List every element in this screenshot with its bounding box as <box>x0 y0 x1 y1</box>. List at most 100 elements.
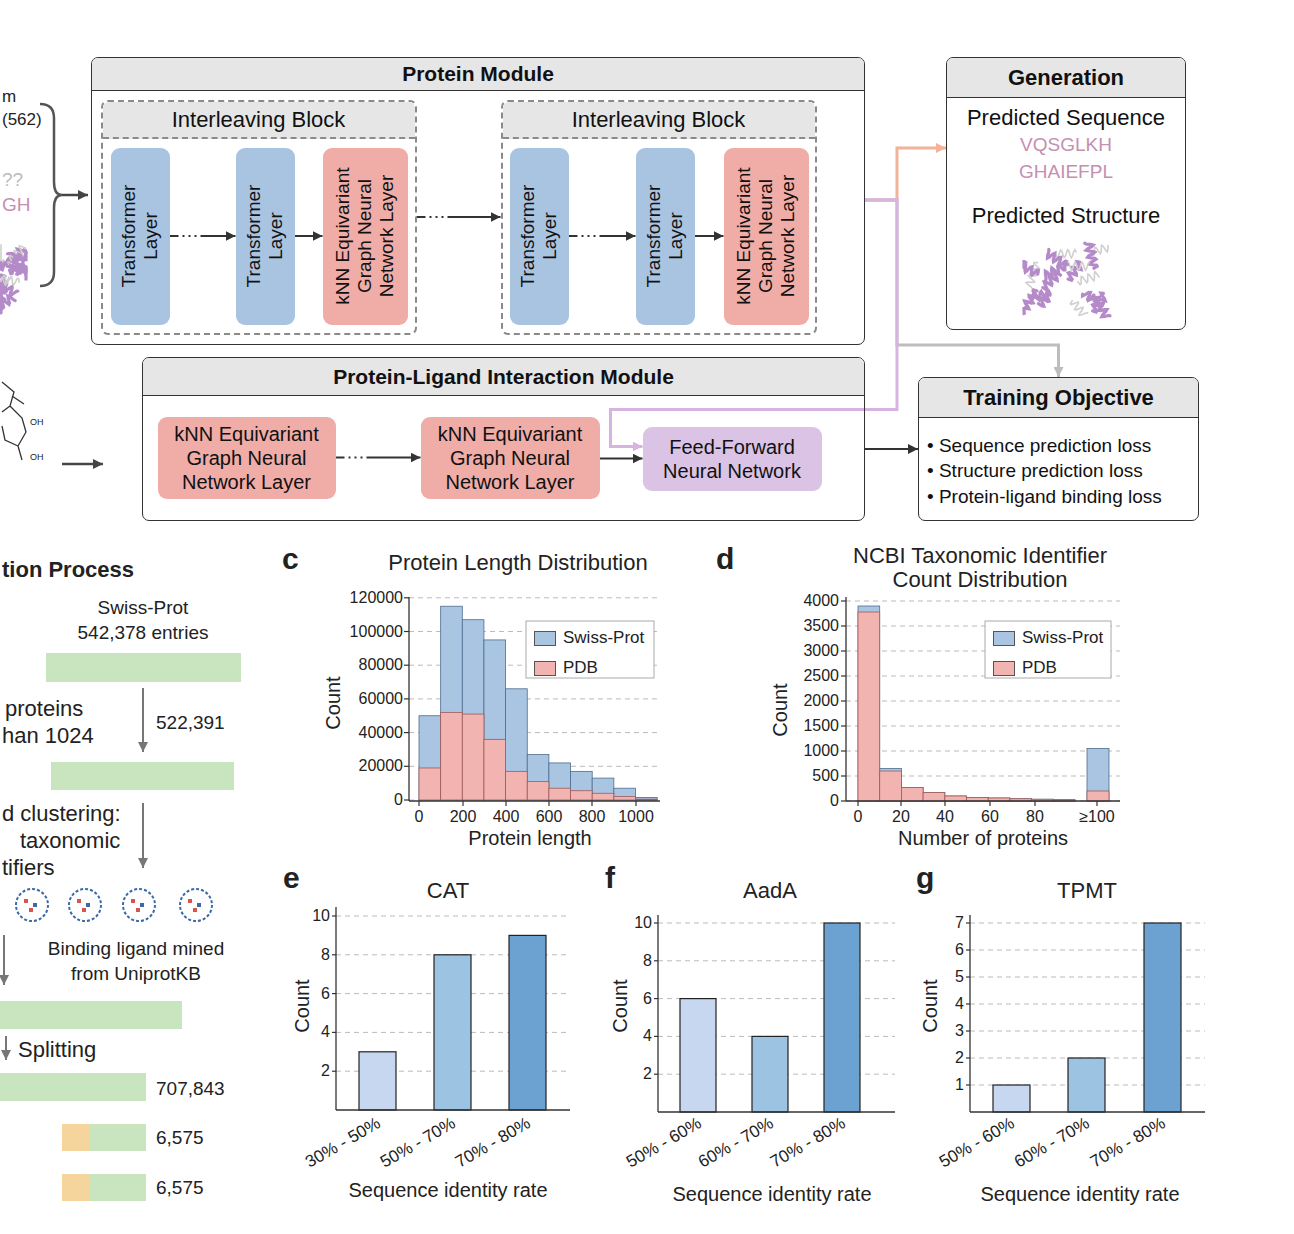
axis-tick-label: 4 <box>955 995 964 1013</box>
transformer-layer: Transformer Layer <box>111 148 170 325</box>
flow-arrow <box>5 1036 7 1060</box>
axis-line <box>409 800 660 801</box>
protein-ribbon <box>1 262 7 270</box>
protein-ribbon <box>1070 301 1087 316</box>
axis-tick-label: 70% - 80% <box>767 1114 849 1173</box>
panel-heading: tion Process <box>2 557 134 582</box>
grid-line <box>336 916 570 917</box>
tick-mark <box>841 650 846 651</box>
box-label: kNN Equivariant Graph Neural Network Lay… <box>733 155 799 318</box>
figure-label: 707,843 <box>156 1078 225 1100</box>
interleaving-block: Interleaving BlockTransformer LayerTrans… <box>501 100 817 335</box>
tick-mark <box>989 801 990 806</box>
box-label: Predicted Sequence <box>947 105 1185 131</box>
axis-tick-label: 100000 <box>350 622 403 640</box>
legend-swatch <box>993 631 1015 646</box>
connector <box>170 235 236 237</box>
figure-label: d clustering: <box>2 801 121 826</box>
histogram-bar <box>592 793 614 800</box>
tick-mark <box>841 725 846 726</box>
axis-tick-label: 0 <box>830 792 839 810</box>
figure-label: (562) <box>2 110 42 130</box>
connector <box>865 448 918 450</box>
figure-label: Protein Length Distribution <box>388 550 647 575</box>
transformer-layer: Transformer Layer <box>636 148 695 325</box>
figure-label: 1000 <box>618 808 654 826</box>
histogram-bar <box>506 771 528 800</box>
legend-text: Swiss-Prot <box>563 628 644 648</box>
protein-ribbon <box>1045 262 1067 280</box>
box-label: kNN Equivariant Graph Neural Network Lay… <box>165 422 329 494</box>
histogram-bar <box>945 796 967 801</box>
axis-tick-label: 50% - 60% <box>936 1114 1018 1173</box>
tick-mark <box>591 801 592 806</box>
cluster-dot <box>86 903 90 907</box>
objective-panel: Training Objective• Sequence prediction … <box>918 377 1199 521</box>
axis-tick-label: 50% - 70% <box>377 1114 459 1173</box>
axis-tick-label: 6 <box>321 984 330 1002</box>
cluster-icon <box>180 889 212 921</box>
axis-tick-label: 2 <box>321 1062 330 1080</box>
ligand-molecule <box>2 382 26 460</box>
axis-tick-label: 7 <box>955 914 964 932</box>
axis-tick-label: 4000 <box>803 592 839 610</box>
axis-tick-label: 40000 <box>359 723 404 741</box>
figure-label: 80 <box>1026 808 1044 826</box>
tick-mark <box>841 800 846 801</box>
ffn-box: Feed-Forward Neural Network <box>643 427 822 491</box>
legend-entry: PDB <box>993 658 1057 678</box>
connector <box>695 235 724 237</box>
tick-mark <box>841 675 846 676</box>
bar-chart <box>332 907 570 1110</box>
histogram-bar <box>901 788 923 802</box>
bar-chart <box>966 915 1205 1112</box>
cluster-dot <box>82 908 86 912</box>
histogram-bar <box>636 797 658 800</box>
axis-tick-label: 500 <box>812 767 839 785</box>
tick-mark <box>404 665 409 666</box>
figure-label: Count <box>609 979 632 1032</box>
figure-label: Swiss-Prot 542,378 entries <box>68 595 218 645</box>
histogram-bar <box>614 797 636 800</box>
histogram-bar <box>858 612 880 801</box>
data-bar <box>46 653 241 682</box>
gnn-layer: kNN Equivariant Graph Neural Network Lay… <box>158 417 336 499</box>
box-label: VQSGLKH GHAIEFPL <box>1006 131 1126 185</box>
connector <box>417 216 501 218</box>
input-artwork <box>2 104 103 464</box>
protein-ribbon <box>1038 293 1050 306</box>
axis-tick-label: 3000 <box>803 642 839 660</box>
axis-line <box>970 1111 1205 1112</box>
tick-mark <box>404 766 409 767</box>
axis-line <box>657 915 658 1112</box>
connector <box>865 148 946 200</box>
panel-heading: Protein-Ligand Interaction Module <box>143 358 864 396</box>
axis-tick-label: 20000 <box>359 757 404 775</box>
axis-tick-label: 1000 <box>803 742 839 760</box>
figure-label: 200 <box>450 808 477 826</box>
figure-label: Splitting <box>18 1037 96 1062</box>
axis-tick-label: 10 <box>634 914 652 932</box>
axis-tick-label: 2 <box>955 1049 964 1067</box>
protein-ribbon <box>1093 293 1106 312</box>
bar <box>824 923 860 1112</box>
box-label: Feed-Forward Neural Network <box>650 435 815 483</box>
legend-entry: PDB <box>534 658 598 678</box>
panel-heading: c <box>282 542 299 577</box>
histogram-bar <box>571 771 593 800</box>
axis-tick-label: 10 <box>312 907 330 925</box>
flow-arrow <box>142 688 144 752</box>
figure-label: TPMT <box>1057 878 1117 903</box>
length-histogram <box>404 597 660 806</box>
grid-line <box>409 597 660 598</box>
figure-label: Binding ligand mined from UniprotKB <box>34 936 239 986</box>
figure-label: OH <box>30 452 44 462</box>
connector <box>600 458 643 460</box>
box-label: Transformer Layer <box>643 171 687 301</box>
histogram-bar <box>901 788 923 802</box>
data-bar <box>0 1073 146 1101</box>
figure-label: Count <box>291 979 314 1032</box>
tick-mark <box>900 801 901 806</box>
transformer-layer: Transformer Layer <box>510 148 569 325</box>
